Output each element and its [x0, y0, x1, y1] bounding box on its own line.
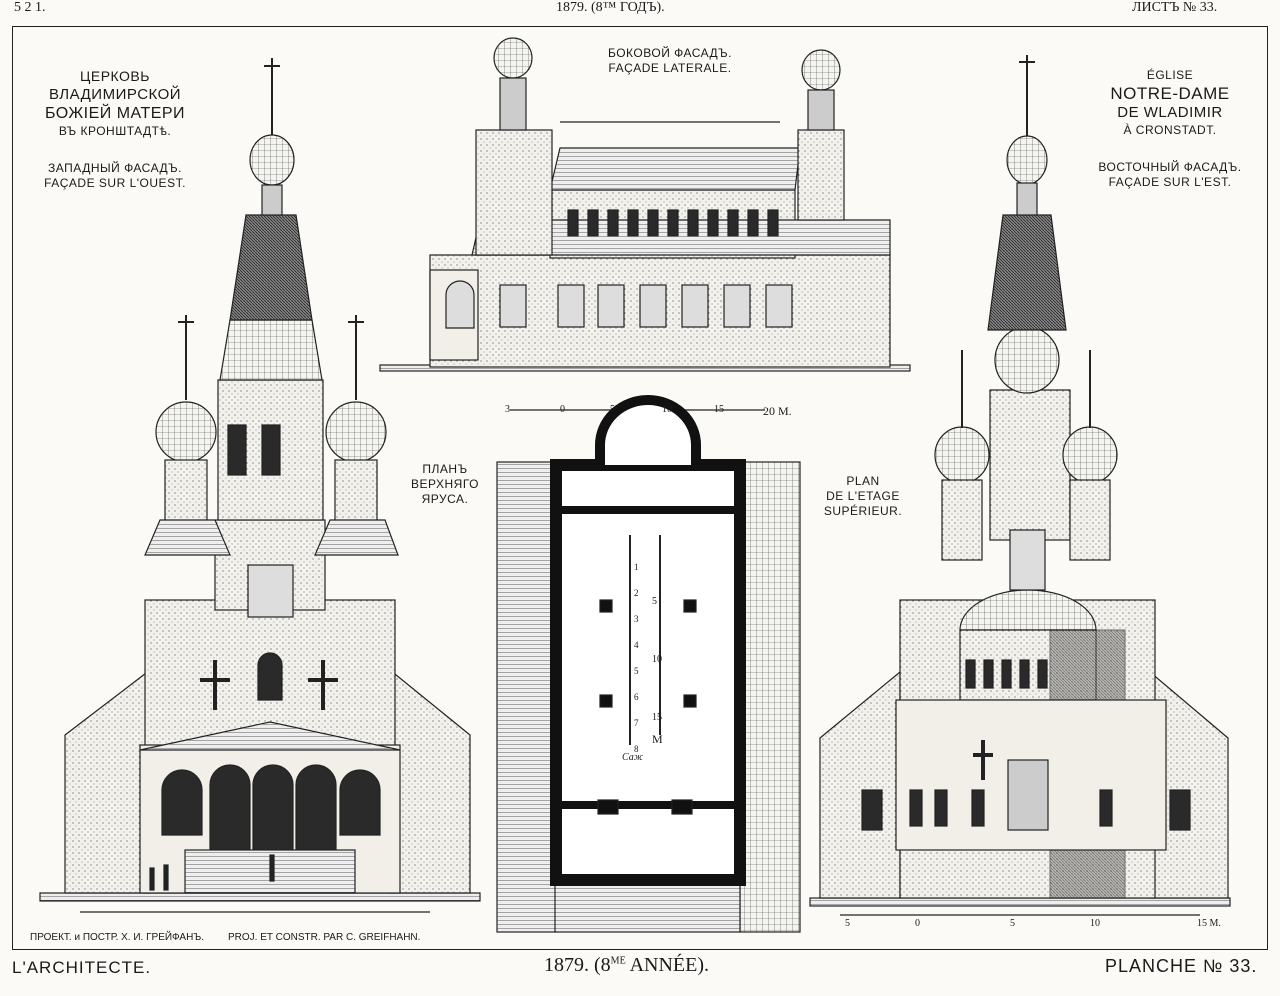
plan-ru-line3: ЯРУСА. — [421, 492, 469, 506]
left-title-block: ЦЕРКОВЬ ВЛАДИМИРСКОЙ БОЖІЕЙ МАТЕРИ ВЪ КР… — [20, 68, 210, 191]
footer-publication: L'ARCHITECTE. — [12, 958, 152, 977]
west-facade-fr: FAÇADE SUR L'OUEST. — [44, 176, 186, 191]
plan-unit-sazhen: Саж — [622, 752, 644, 763]
plan-fr-line2: DE L'ETAGE — [826, 489, 900, 503]
scale-tick: 5 — [634, 666, 639, 676]
scale-tick: 7 — [634, 718, 639, 728]
east-facade-fr: FAÇADE SUR L'EST. — [1108, 175, 1232, 189]
plan-label-ru: ПЛАНЪ ВЕРХНЯГО ЯРУСА. — [400, 462, 490, 507]
title-fr-line1: ÉGLISE — [1146, 68, 1194, 82]
footer-year-rest: ANNÉE). — [625, 954, 709, 976]
footer-plate-number: PLANCHE № 33. — [1105, 956, 1258, 976]
scale-tick: 15 M. — [1197, 918, 1221, 929]
scale-tick: 4 — [634, 640, 639, 650]
plan-fr-line1: PLAN — [846, 474, 880, 488]
west-facade-drawing — [39, 58, 481, 913]
floor-plan-drawing — [496, 395, 801, 933]
footer-year-text: 1879. (8 — [544, 954, 611, 976]
title-fr-line2: NOTRE-DAME — [1110, 84, 1230, 103]
scale-tick: 5 — [652, 596, 657, 607]
right-title-block: ÉGLISE NOTRE-DAME DE WLADIMIR À CRONSTAD… — [1070, 68, 1270, 190]
plan-label-fr: PLAN DE L'ETAGE SUPÉRIEUR. — [808, 474, 918, 519]
scale-tick: 0 — [915, 918, 920, 929]
credits-fr: PROJ. ET CONSTR. PAR C. GREIFHAHN. — [228, 932, 421, 943]
title-ru-line3: БОЖІЕЙ МАТЕРИ — [44, 105, 186, 123]
west-facade-ru: ЗАПАДНЫЙ ФАСАДЪ. — [48, 161, 182, 176]
title-fr-line3: DE WLADIMIR — [1117, 104, 1223, 122]
top-left-mark: 5 2 1. — [14, 0, 46, 15]
top-center-year: 1879. (8™ ГОДЪ). — [556, 0, 665, 15]
plate-frame — [12, 26, 1268, 950]
east-facade-drawing — [809, 55, 1231, 916]
scale-tick: 6 — [634, 692, 639, 702]
east-facade-ru: ВОСТОЧНЫЙ ФАСАДЪ. — [1098, 160, 1242, 174]
footer-year: 1879. (8ME ANNÉE). — [544, 954, 709, 977]
scale-tick: 15 — [714, 404, 724, 415]
side-facade-ru: БОКОВОЙ ФАСАДЪ. — [607, 46, 733, 60]
plan-fr-line3: SUPÉRIEUR. — [823, 504, 903, 518]
footer-year-sup: ME — [610, 955, 626, 967]
scale-tick: 15 — [652, 712, 662, 723]
scale-tick: 2 — [634, 588, 639, 598]
credits-ru: ПРОЕКТ. и ПОСТР. Х. И. ГРЕЙФАНЪ. — [30, 932, 205, 943]
scale-tick: 3 — [634, 614, 639, 624]
scale-tick: 5 — [845, 918, 850, 929]
title-ru-line2: ВЛАДИМИРСКОЙ — [48, 85, 182, 103]
side-facade-fr: FAÇADE LATERALE. — [608, 61, 732, 75]
plan-ru-line2: ВЕРХНЯГО — [411, 477, 479, 491]
top-sheet-number: ЛИСТЪ № 33. — [1132, 0, 1218, 15]
scale-tick: 5 — [610, 404, 615, 415]
scale-tick: 10 — [662, 404, 672, 415]
scale-tick: 5 — [1010, 918, 1015, 929]
plan-unit-meters: М — [652, 732, 663, 746]
scale-tick: 0 — [560, 404, 565, 415]
scale-tick: 3 — [505, 404, 510, 415]
title-fr-line4: À CRONSTADT. — [1123, 123, 1217, 137]
plan-ru-line1: ПЛАНЪ — [422, 462, 468, 476]
scale-tick: 1 — [634, 562, 639, 572]
title-ru-line4: ВЪ КРОНШТАДТѣ. — [58, 124, 172, 139]
scale-tick: 20 М. — [763, 404, 792, 418]
plan-scale-ticks-left: 1 2 3 4 5 6 7 8 — [634, 562, 646, 756]
scale-tick: 8 — [634, 744, 639, 754]
title-ru-line1: ЦЕРКОВЬ — [80, 68, 150, 84]
side-facade-drawing — [379, 37, 911, 411]
scale-tick: 10 — [652, 654, 662, 665]
plan-scale-ticks-right: 5 10 15 — [652, 596, 668, 723]
side-facade-title: БОКОВОЙ ФАСАДЪ. FAÇADE LATERALE. — [570, 46, 770, 76]
scale-tick: 10 — [1090, 918, 1100, 929]
